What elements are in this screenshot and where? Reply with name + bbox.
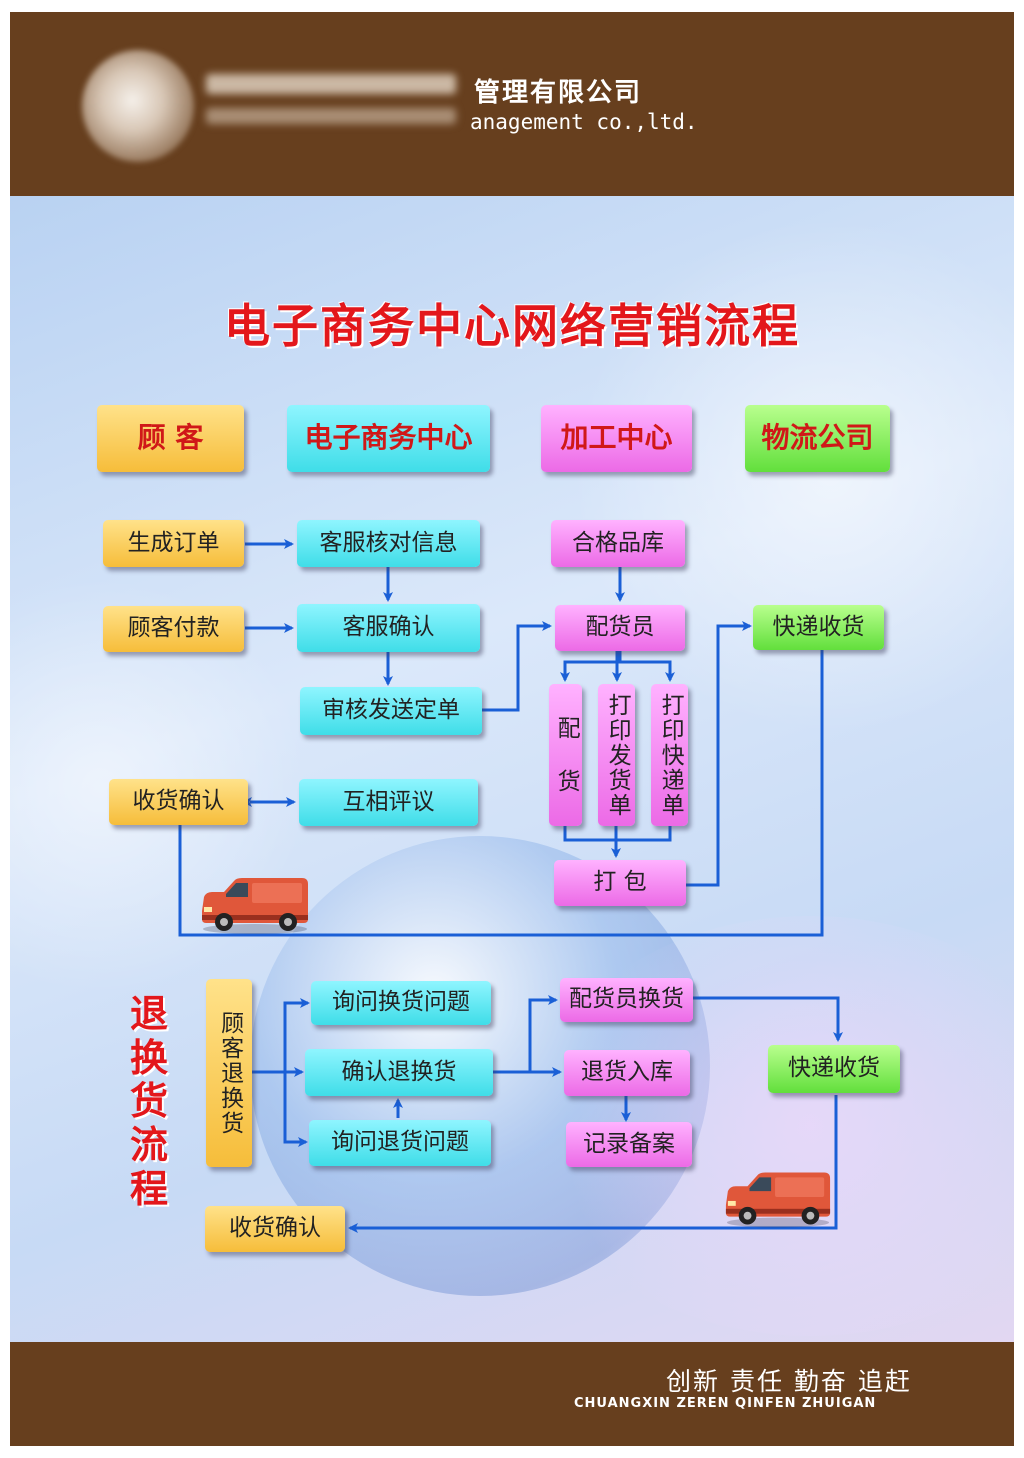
company-name-en: anagement co.,ltd. (470, 110, 698, 134)
background-panel (10, 196, 1014, 1342)
footer-slogan-cn: 创新 责任 勤奋 追赶 (666, 1367, 912, 1396)
express-receive-box: 快递收货 (753, 605, 884, 650)
print-invoice-box: 打印发货单 (598, 684, 635, 826)
company-logo (82, 50, 194, 162)
ask-exchange-box: 询问换货问题 (311, 981, 491, 1025)
picker-exchange-box: 配货员换货 (560, 978, 693, 1022)
footer-bar (10, 1342, 1014, 1446)
picker-box: 配货员 (555, 605, 685, 651)
column-header-logistics: 物流公司 (745, 405, 890, 472)
column-header-ecommerce: 电子商务中心 (287, 405, 490, 472)
column-header-processing: 加工中心 (541, 405, 692, 472)
diagram-title: 电子商务中心网络营销流程 (224, 299, 800, 353)
record-box: 记录备案 (566, 1122, 692, 1167)
qualified-warehouse-box: 合格品库 (551, 520, 685, 567)
customer-payment-box: 顾客付款 (103, 606, 244, 652)
review-send-order-box: 审核发送定单 (300, 687, 482, 735)
customer-return-box: 顾客退换货 (206, 979, 252, 1167)
ask-return-box: 询问退货问题 (309, 1120, 491, 1166)
delivery-van-icon (202, 878, 308, 934)
verify-info-box: 客服核对信息 (297, 520, 480, 567)
company-name-cn: 管理有限公司 (474, 78, 643, 108)
cs-confirm-box: 客服确认 (297, 604, 480, 652)
print-express-box: 打印快递单 (651, 684, 688, 826)
blurred-company-name (200, 66, 468, 136)
return-delivery-van-icon (725, 1172, 831, 1228)
pack-box: 打 包 (554, 860, 686, 906)
express-receive-return-box: 快递收货 (768, 1045, 900, 1093)
receipt-confirm-return-box: 收货确认 (205, 1206, 345, 1252)
return-flow-title: 退换货流程 (129, 991, 168, 1211)
confirm-return-box: 确认退换货 (305, 1049, 493, 1096)
receipt-confirm-box: 收货确认 (109, 779, 248, 825)
return-warehouse-box: 退货入库 (564, 1050, 690, 1096)
column-header-customer: 顾 客 (97, 405, 244, 472)
mutual-review-box: 互相评议 (299, 779, 478, 826)
generate-order-box: 生成订单 (103, 520, 244, 567)
distribute-box: 配 货 (549, 684, 582, 826)
footer-slogan-en: CHUANGXIN ZEREN QINFEN ZHUIGAN (574, 1396, 877, 1411)
